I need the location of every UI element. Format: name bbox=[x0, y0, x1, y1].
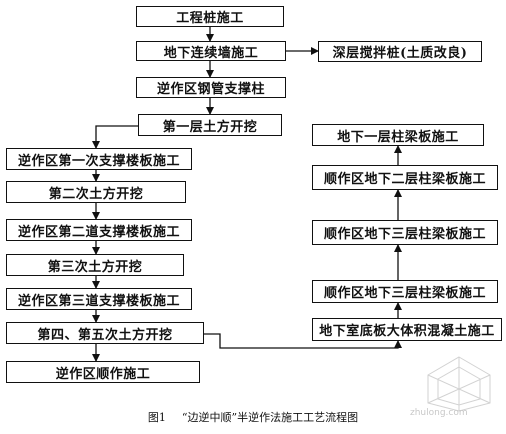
node-reverse-zone-forward: 逆作区顺作施工 bbox=[6, 361, 200, 383]
node-b3-forward-zone-b: 顺作区地下三层柱梁板施工 bbox=[312, 280, 498, 303]
arrow-n11-r5 bbox=[204, 333, 402, 349]
arrow-n5-n6 bbox=[92, 125, 138, 149]
node-basement-raft-concrete: 地下室底板大体积混凝土施工 bbox=[312, 318, 502, 341]
node-first-slab: 逆作区第一次支撑楼板施工 bbox=[6, 148, 192, 170]
node-second-excavation: 第二次土方开挖 bbox=[6, 181, 186, 203]
figure-number: 图1 bbox=[147, 411, 166, 424]
node-engineering-pile: 工程桩施工 bbox=[136, 6, 284, 27]
node-first-excavation: 第一层土方开挖 bbox=[138, 114, 282, 136]
watermark-logo bbox=[427, 356, 491, 412]
node-second-slab: 逆作区第二道支撑楼板施工 bbox=[6, 219, 192, 241]
node-diaphragm-wall: 地下连续墙施工 bbox=[136, 41, 286, 61]
figure-caption: 图1 “边逆中顺”半逆作法施工工艺流程图 bbox=[0, 409, 506, 425]
watermark-text: zhulong.com bbox=[410, 408, 468, 418]
node-third-slab: 逆作区第三道支撑楼板施工 bbox=[6, 288, 192, 310]
node-steel-support-column: 逆作区钢管支撑柱 bbox=[136, 77, 286, 98]
node-deep-mixing-pile: 深层搅拌桩(土质改良) bbox=[318, 41, 482, 62]
figure-title: “边逆中顺”半逆作法施工工艺流程图 bbox=[181, 411, 359, 424]
node-third-excavation: 第三次土方开挖 bbox=[6, 254, 184, 276]
node-b1-column-beam-slab: 地下一层柱梁板施工 bbox=[312, 124, 484, 146]
node-b3-forward-zone-a: 顺作区地下三层柱梁板施工 bbox=[312, 220, 498, 245]
node-b2-forward-zone: 顺作区地下二层柱梁板施工 bbox=[312, 165, 498, 190]
node-fourth-fifth-excavation: 第四、第五次土方开挖 bbox=[6, 322, 204, 344]
